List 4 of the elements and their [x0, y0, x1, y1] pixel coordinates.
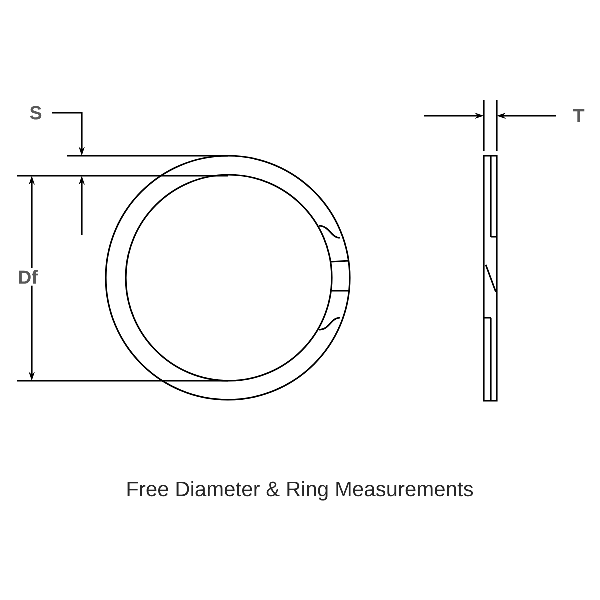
dimension-label: Df — [16, 268, 40, 286]
caption: Free Diameter & Ring Measurements — [128, 481, 474, 501]
dimension-label: S — [28, 104, 44, 122]
dimension-label: T — [571, 107, 587, 125]
